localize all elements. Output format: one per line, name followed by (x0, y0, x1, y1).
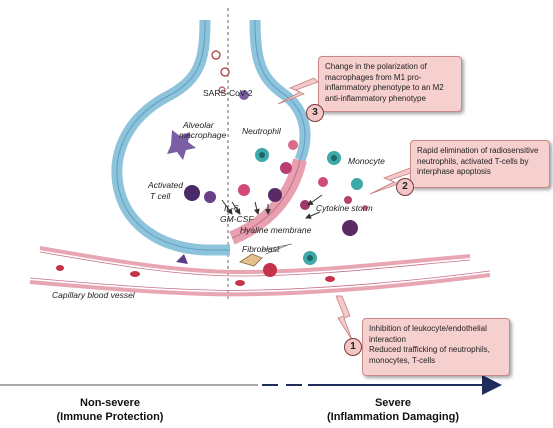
capillary-vessel (29, 246, 491, 297)
label-capillary: Capillary blood vessel (52, 290, 136, 300)
red-blood-cell (130, 271, 140, 277)
cytokine-arrows (221, 194, 323, 219)
label-alveolar-1: Alveolar (182, 120, 215, 130)
axis-right-label: Severe (Inflammation Damaging) (318, 396, 468, 424)
lightning-bolt-3 (277, 77, 319, 105)
red-blood-cell (325, 276, 335, 282)
label-gmcsf: GM-CSF (220, 214, 254, 224)
label-activated-2: T cell (150, 191, 171, 201)
label-activated-1: Activated (147, 180, 183, 190)
right-cells (238, 90, 368, 277)
axis-right-sub: (Inflammation Damaging) (326, 411, 459, 423)
label-fibroblast: Fibroblast (242, 244, 280, 254)
callout-2-number: 2 (396, 178, 414, 196)
label-neutrophil: Neutrophil (242, 126, 282, 136)
collagen-fibers (261, 243, 293, 255)
label-cytokine-storm: Cytokine storm (316, 203, 373, 213)
callout-3-box: Change in the polarization of macrophage… (318, 56, 462, 112)
virus-particles (211, 50, 230, 94)
axis-left-sub: (Immune Protection) (56, 411, 164, 423)
t-cell (184, 185, 200, 201)
callout-1-box: Inhibition of leukocyte/endothelial inte… (362, 318, 510, 376)
callout-2-text: Rapid elimination of radiosensitive neut… (417, 146, 539, 176)
alveolus (111, 19, 311, 256)
lightning-bolt-1 (335, 295, 353, 341)
label-monocyte: Monocyte (348, 156, 385, 166)
t-cell (204, 191, 216, 203)
callout-1-number: 1 (344, 338, 362, 356)
red-blood-cell (56, 265, 64, 271)
fibroblast-cell (239, 253, 263, 267)
axis-left-label: Non-severe (Immune Protection) (50, 396, 170, 424)
label-il6: IL-6 (224, 203, 239, 213)
leukocyte-in-vessel (176, 254, 188, 264)
alveolar-macrophage-cell (167, 130, 196, 160)
label-sars: SARS-CoV-2 (203, 88, 253, 98)
callout-3-number: 3 (306, 104, 324, 122)
axis-right-title: Severe (374, 397, 412, 409)
axis-left-title: Non-severe (80, 397, 140, 409)
callout-1-line2: Reduced trafficking of neutrophils, mono… (369, 345, 490, 365)
label-hyaline: Hyaline membrane (240, 225, 312, 235)
red-blood-cell (235, 280, 245, 286)
label-alveolar-2: macrophage (179, 130, 227, 140)
callout-3-text: Change in the polarization of macrophage… (325, 62, 444, 103)
callout-2-box: Rapid elimination of radiosensitive neut… (410, 140, 550, 188)
callout-1-line1: Inhibition of leukocyte/endothelial inte… (369, 324, 487, 344)
